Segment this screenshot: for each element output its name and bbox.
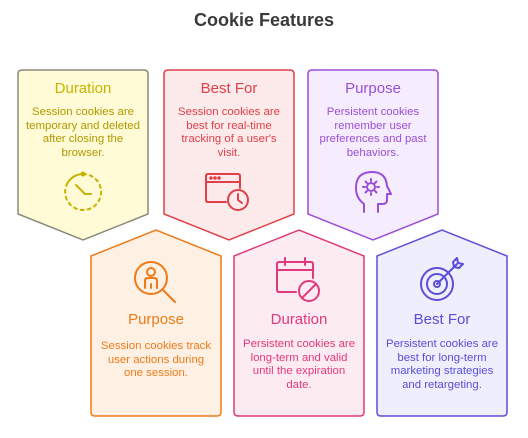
calendar-blocked-icon [276,257,320,302]
card-body-session-duration: Session cookies are temporary and delete… [26,106,140,159]
card-shape-persistent-best-for [376,229,508,417]
card-title-persistent-purpose: Purpose [345,80,401,97]
page-title: Cookie Features [193,10,335,30]
browser-clock-icon [205,173,249,211]
card-body-persistent-duration: Persistent cookies are long-term and val… [242,338,356,391]
card-shape-session-duration [17,69,149,241]
card-body-persistent-best-for: Persistent cookies are best for long-ter… [385,338,499,391]
card-shape-persistent-purpose [307,69,439,241]
head-gear-icon [355,171,392,213]
card-title-session-best-for: Best For [200,80,258,97]
person-search-icon [134,261,176,303]
card-title-persistent-duration: Duration [270,311,328,328]
card-shape-persistent-duration [233,229,365,417]
card-title-session-duration: Duration [54,80,112,97]
card-body-persistent-purpose: Persistent cookies remember user prefere… [319,106,427,159]
card-shape-session-best-for [163,69,295,241]
card-body-session-purpose: Session cookies track user actions durin… [100,340,212,380]
target-arrow-icon [420,257,464,301]
stopwatch-icon [64,171,103,211]
card-body-session-best-for: Session cookies are best for real-time t… [178,106,280,159]
card-title-session-purpose: Purpose [128,311,184,328]
card-title-persistent-best-for: Best For [413,311,471,328]
card-shape-session-purpose [90,229,222,417]
